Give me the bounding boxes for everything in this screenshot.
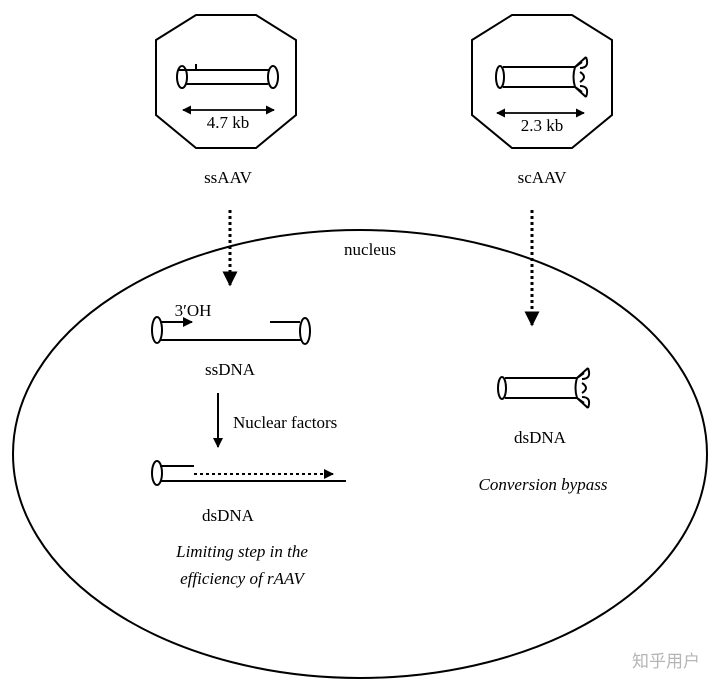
- scaav-label: scAAV: [518, 168, 568, 187]
- ssaav-hexagon: [155, 14, 297, 149]
- limiting-step-line1: Limiting step in the: [175, 542, 308, 561]
- ssaav-genome-icon: [176, 64, 279, 89]
- ssaav-label: ssAAV: [204, 168, 253, 187]
- left-dsdna-icon: [151, 460, 346, 486]
- ssaav-capsid: 4.7 kb: [155, 14, 297, 149]
- nuclear-factors-label: Nuclear factors: [233, 413, 337, 432]
- primer-label: 3′OH: [175, 301, 212, 320]
- right-dsdna-icon: [497, 367, 591, 409]
- watermark: 知乎用户: [632, 652, 700, 672]
- scaav-size-label: 2.3 kb: [521, 116, 564, 135]
- right-dsdna-label: dsDNA: [514, 428, 567, 447]
- nucleus-label: nucleus: [344, 240, 396, 259]
- ssdna-label: ssDNA: [205, 360, 256, 379]
- left-dsdna-label: dsDNA: [202, 506, 255, 525]
- scaav-genome-icon: [495, 56, 589, 98]
- nucleus-membrane: [12, 229, 708, 679]
- ssdna-icon: [151, 316, 311, 345]
- scaav-hexagon: [471, 14, 613, 149]
- conversion-bypass-label: Conversion bypass: [479, 475, 608, 494]
- scaav-capsid: 2.3 kb: [471, 14, 613, 149]
- ssaav-size-label: 4.7 kb: [207, 113, 250, 132]
- limiting-step-line2: efficiency of rAAV: [180, 569, 306, 588]
